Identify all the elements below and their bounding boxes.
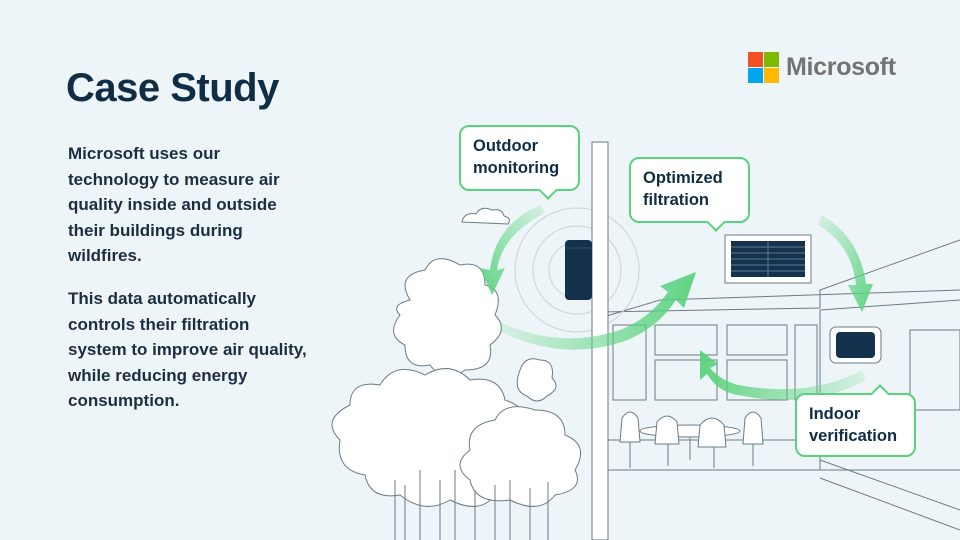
description-paragraph-1: Microsoft uses our technology to measure… [68,144,280,265]
logo-wordmark: Microsoft [786,53,896,81]
logo-square-yellow [764,68,779,83]
microsoft-logo: Microsoft [748,52,896,83]
tree-illustration [331,258,582,540]
outdoor-sensor-icon [565,240,592,300]
callout-optimized-filtration: Optimized filtration [629,157,750,223]
arrow-to-monitor-icon [818,215,873,312]
meeting-table-and-chairs [619,411,764,468]
callout-filtration-text: Optimized filtration [643,169,723,209]
callout-indoor-text: Indoor verification [809,405,898,445]
airflow-arrows [480,205,873,400]
arrow-indoor-icon [700,350,866,400]
callout-outdoor-monitoring: Outdoor monitoring [459,125,580,191]
callout-indoor-verification: Indoor verification [795,393,916,457]
arrow-outdoor-icon [480,205,545,295]
indoor-monitor-icon [829,326,882,364]
windows-grid-icon [748,52,779,83]
cloud-icon [461,207,510,225]
logo-square-red [748,52,763,67]
slide-title: Case Study [66,66,279,110]
air-filter-unit-icon [724,234,812,284]
logo-square-green [764,52,779,67]
callout-outdoor-text: Outdoor monitoring [473,137,560,177]
logo-square-blue [748,68,763,83]
arrow-filtration-icon [498,272,696,350]
description-paragraph-2: This data automatically controls their f… [68,289,307,410]
